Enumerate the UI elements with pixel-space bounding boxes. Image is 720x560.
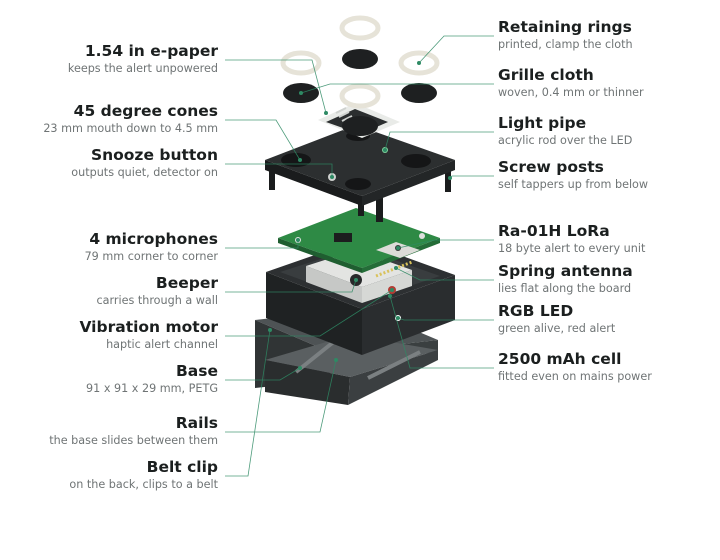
rails — [294, 338, 421, 380]
callout-title: 4 microphones — [89, 230, 218, 248]
top-lid — [265, 125, 455, 206]
mic-part — [419, 233, 425, 239]
callout-title: Base — [175, 362, 218, 380]
callout-title: Retaining rings — [498, 18, 632, 36]
leader-lines-left — [225, 59, 393, 477]
callout-title: Grille cloth — [498, 66, 594, 84]
header-connector — [334, 233, 352, 242]
callout-spring-antenna: Spring antenna lies flat along the board — [498, 262, 633, 296]
callout-subtitle: woven, 0.4 mm or thinner — [498, 85, 644, 99]
grille-cloths — [283, 49, 437, 136]
callout-cones: 45 degree cones 23 mm mouth down to 4.5 … — [43, 102, 218, 136]
callout-subtitle: 91 x 91 x 29 mm, PETG — [86, 381, 218, 395]
retaining-rings — [280, 15, 440, 109]
callout-title: 1.54 in e-paper — [84, 42, 218, 60]
callout-grille-cloth: Grille cloth woven, 0.4 mm or thinner — [498, 66, 644, 100]
callout-subtitle: self tappers up from below — [498, 177, 649, 191]
callout-subtitle: acrylic rod over the LED — [498, 133, 633, 147]
callout-subtitle: haptic alert channel — [106, 337, 218, 351]
callout-subtitle: lies flat along the board — [498, 281, 632, 295]
callout-subtitle: keeps the alert unpowered — [67, 61, 218, 75]
callout-snooze-button: Snooze button outputs quiet, detector on — [71, 146, 218, 180]
leader-dots-right — [299, 61, 452, 320]
screw-posts — [269, 168, 451, 222]
callout-subtitle: green alive, red alert — [498, 321, 616, 335]
callout-rgb-led: RGB LED green alive, red alert — [498, 302, 616, 336]
callout-title: Rails — [175, 414, 218, 432]
callout-base: Base 91 x 91 x 29 mm, PETG — [86, 362, 218, 396]
callout-microphones: 4 microphones 79 mm corner to corner — [84, 230, 218, 264]
leader-lines-right — [300, 35, 494, 369]
callout-title: Belt clip — [146, 458, 218, 476]
callout-title: Light pipe — [498, 114, 587, 132]
leader-dots-left — [268, 111, 394, 370]
callout-subtitle: carries through a wall — [96, 293, 218, 307]
callout-title: Beeper — [155, 274, 218, 292]
callout-subtitle: on the back, clips to a belt — [69, 477, 218, 491]
callout-vibration-motor: Vibration motor haptic alert channel — [79, 318, 218, 352]
callout-beeper: Beeper carries through a wall — [96, 274, 218, 308]
callout-battery: 2500 mAh cell fitted even on mains power — [498, 350, 652, 384]
callout-title: RGB LED — [498, 302, 574, 320]
callout-title: Snooze button — [90, 146, 218, 164]
callout-subtitle: outputs quiet, detector on — [71, 165, 218, 179]
callout-subtitle: the base slides between them — [49, 433, 218, 447]
callout-subtitle: 23 mm mouth down to 4.5 mm — [43, 121, 218, 135]
callout-subtitle: 18 byte alert to every unit — [498, 241, 646, 255]
spring-antenna — [375, 260, 413, 278]
callout-light-pipe: Light pipe acrylic rod over the LED — [498, 114, 633, 148]
cones — [281, 131, 431, 190]
callout-title: Spring antenna — [498, 262, 633, 280]
callout-subtitle: fitted even on mains power — [498, 369, 652, 383]
callout-title: Screw posts — [498, 158, 604, 176]
callout-lora: Ra-01H LoRa 18 byte alert to every unit — [498, 222, 646, 256]
callout-title: 2500 mAh cell — [498, 350, 622, 368]
callout-title: Vibration motor — [79, 318, 218, 336]
callout-e-paper: 1.54 in e-paper keeps the alert unpowere… — [67, 42, 218, 76]
callout-rails: Rails the base slides between them — [49, 414, 218, 448]
callout-subtitle: 79 mm corner to corner — [84, 249, 218, 263]
callout-screw-posts: Screw posts self tappers up from below — [498, 158, 649, 192]
callout-subtitle: printed, clamp the cloth — [498, 37, 633, 51]
callout-title: Ra-01H LoRa — [498, 222, 610, 240]
callout-title: 45 degree cones — [73, 102, 218, 120]
callout-retaining-rings: Retaining rings printed, clamp the cloth — [498, 18, 633, 52]
callout-belt-clip: Belt clip on the back, clips to a belt — [69, 458, 218, 492]
